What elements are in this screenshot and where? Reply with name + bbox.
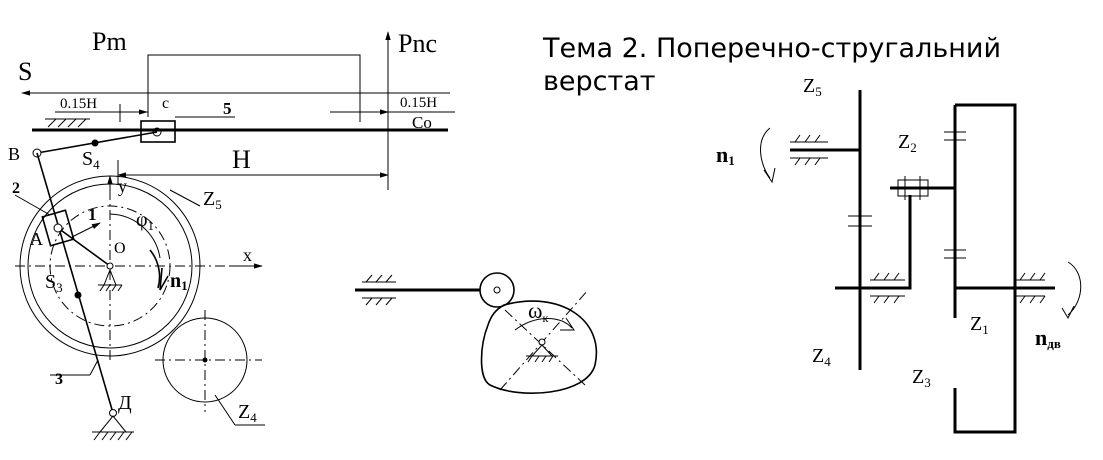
cam-roller	[479, 272, 515, 308]
link1-crank	[57, 227, 111, 267]
label-s4: S4	[82, 148, 100, 172]
label-gb-z4: Z4	[812, 345, 831, 369]
shaper-mechanism: Pm Pnc S 0.15H 0.15H c 5 Co B S4 H 2 1 y…	[8, 27, 455, 441]
label-gb-z3: Z3	[912, 366, 931, 390]
label-x: x	[243, 245, 252, 265]
label-pnc: Pnc	[398, 29, 437, 58]
bearing-motor	[1015, 272, 1046, 304]
label-gb-ndv: nдв	[1035, 325, 1061, 351]
label-b: B	[8, 144, 20, 164]
shaft-z2-link	[905, 195, 912, 290]
point-s4	[91, 139, 99, 147]
label-y: y	[118, 176, 127, 196]
follower-guide-bottom	[362, 297, 396, 306]
label-015h-right: 0.15H	[400, 95, 437, 111]
label-d: Д	[118, 392, 132, 414]
label-gb-z5: Z5	[803, 75, 822, 99]
label-link1: 1	[88, 205, 97, 224]
title-line-1: Тема 2. Поперечно-стругальний	[542, 33, 1001, 64]
label-link2: 2	[12, 180, 20, 197]
label-n1: n1	[170, 270, 188, 293]
cam-profile	[480, 300, 598, 394]
ndv-rotation-arc	[1067, 261, 1082, 316]
title-line-2: верстат	[543, 66, 656, 97]
slider-block-2	[41, 209, 75, 247]
label-gb-n1: n1	[716, 142, 735, 168]
phi-arc	[109, 213, 161, 259]
label-gb-z1: Z1	[970, 313, 989, 337]
cam-mechanism: ωк	[355, 272, 598, 394]
bearing-n1	[790, 134, 828, 166]
gear-z3-frame	[953, 103, 1017, 434]
point-s3	[74, 291, 82, 299]
slider-block-5	[140, 120, 176, 143]
follower-guide-top	[362, 274, 396, 283]
label-o: O	[114, 240, 126, 257]
z5-leader	[169, 189, 201, 207]
label-z5: Z5	[203, 188, 222, 212]
label-s: S	[18, 57, 32, 86]
label-co: Co	[412, 113, 432, 132]
guide-hatching	[45, 118, 90, 128]
pm-force-diagram	[147, 54, 361, 117]
pivot-o	[106, 262, 114, 270]
label-omega-k: ωк	[528, 298, 548, 325]
label-c: c	[162, 95, 169, 112]
label-link5: 5	[223, 99, 232, 118]
cam-pivot	[538, 338, 546, 346]
label-s3: S3	[45, 271, 63, 295]
n1-arrow	[159, 267, 169, 291]
label-pm: Pm	[92, 27, 127, 56]
label-a: A	[30, 229, 43, 249]
label-015h-left: 0.15H	[60, 96, 97, 112]
label-link3: 3	[55, 371, 63, 388]
joint-a	[53, 223, 63, 233]
label-phi1: φ1	[136, 209, 154, 233]
n1-rotation-arc	[760, 127, 771, 179]
link3-rocker	[36, 152, 114, 414]
link2-leader	[14, 194, 51, 216]
bearing-middle	[870, 272, 905, 304]
label-z4: Z4	[238, 401, 257, 425]
label-gb-z2: Z2	[898, 131, 917, 155]
omega-arrow	[560, 317, 575, 331]
gearbox-scheme: Z5 n1 Z2 Z1 nдв Z4 Z3	[716, 75, 1082, 434]
label-h: H	[232, 145, 251, 174]
